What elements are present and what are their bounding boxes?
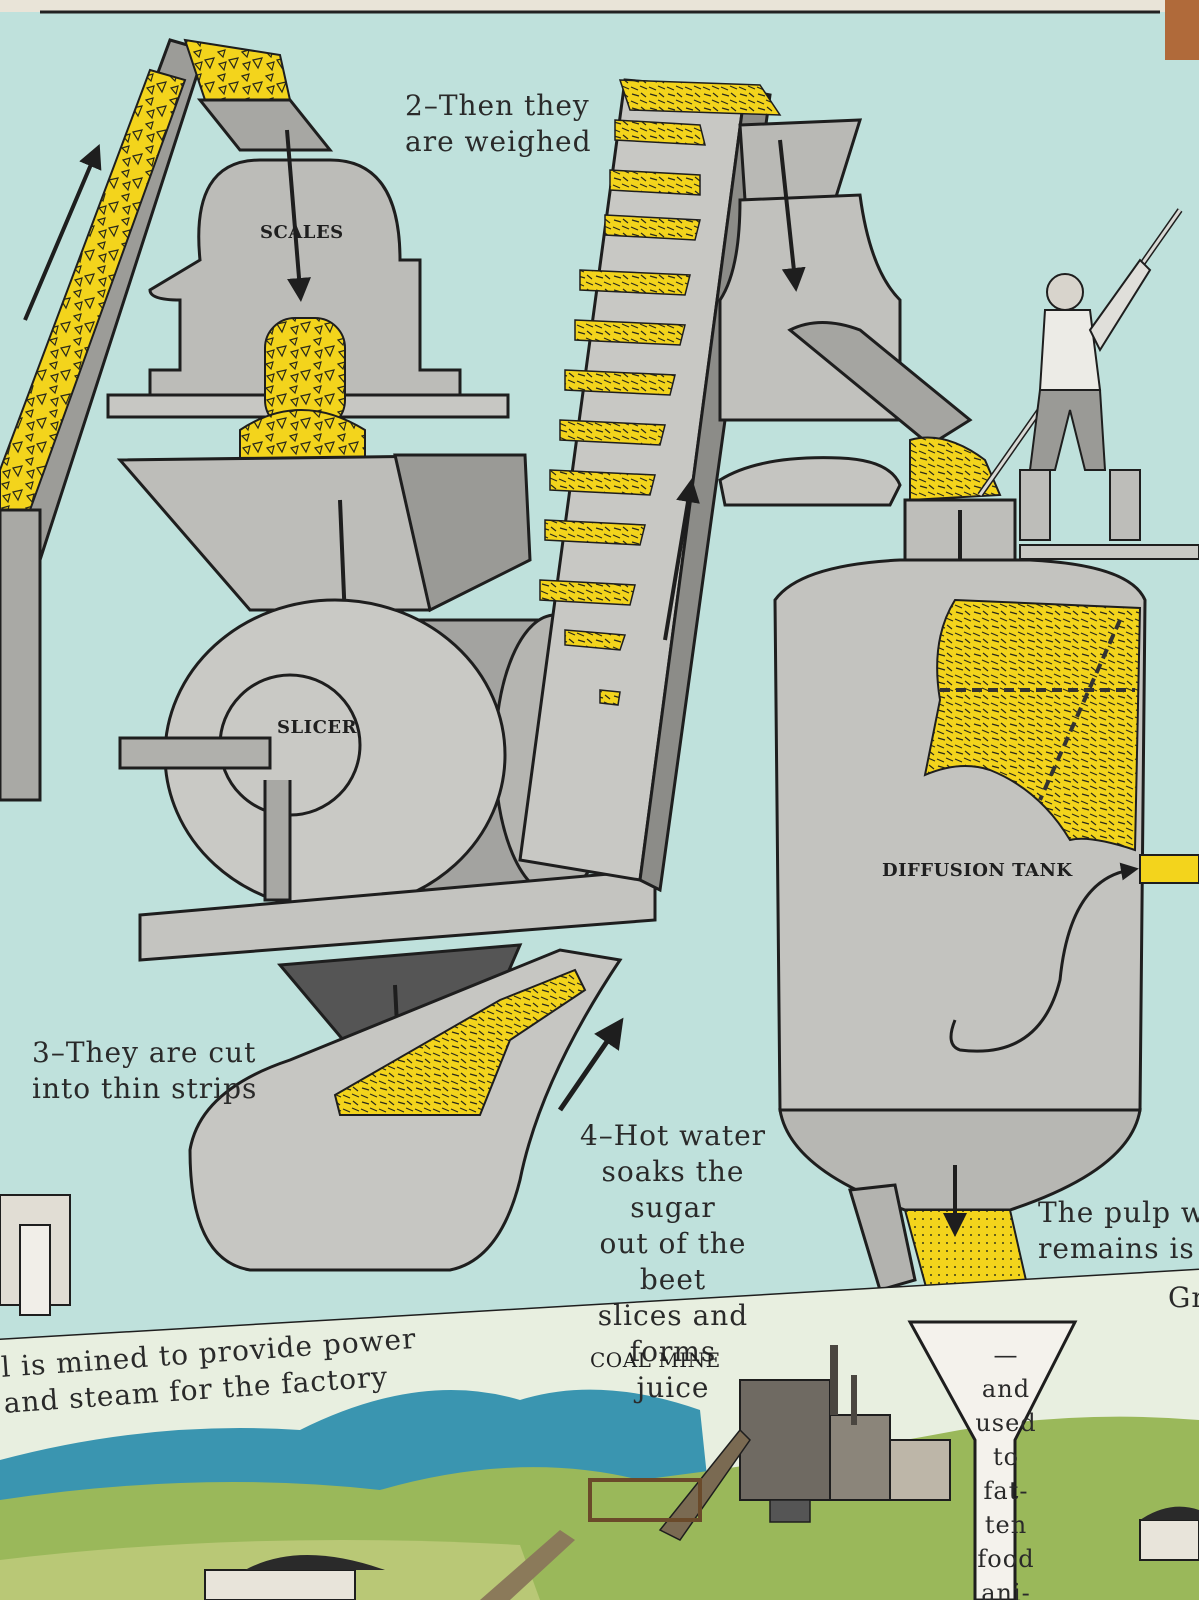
caption-hot-water: 4–Hot water soaks the sugar out of the b… <box>579 1119 767 1404</box>
arrow-up-left <box>23 143 102 321</box>
label-coal-mine: COAL MINE <box>590 1348 721 1372</box>
worker-figure <box>977 208 1199 560</box>
caption-pulp: The pulp wh remains is sa <box>1038 1196 1199 1265</box>
caption-weighed: 2–Then they are weighed <box>405 89 592 158</box>
tank-lid <box>718 436 1002 507</box>
left-pipes <box>0 1194 71 1316</box>
coal-truck <box>204 1555 385 1600</box>
arrow-down-scales <box>285 129 311 302</box>
caption-cut: 3–They are cut into thin strips <box>32 1036 258 1105</box>
beet-strips-tank <box>923 598 1142 852</box>
landscape <box>0 1270 1199 1600</box>
slicer-base <box>138 868 657 962</box>
caption-fatten: —and used to fat- ten food ani- mals <box>975 1341 1037 1600</box>
arrow-down-hopper2 <box>778 139 806 292</box>
tank-chain <box>940 619 1135 801</box>
diffusion-tank <box>773 498 1199 1321</box>
label-slicer: SLICER <box>277 717 358 738</box>
top-border <box>0 0 1199 12</box>
incline-conveyor-left <box>0 38 292 572</box>
scales-machine <box>106 98 510 461</box>
upper-hopper <box>718 118 973 447</box>
chute <box>787 321 973 447</box>
coal-mine-buildings <box>588 1345 951 1541</box>
beet-pile-top <box>183 38 292 101</box>
label-diffusion-tank: DIFFUSION TANK <box>882 860 1073 881</box>
arrow-up-elevator <box>663 478 700 641</box>
arrow-flow-tank <box>949 862 1139 1053</box>
beet-pile-conveyor <box>0 68 187 522</box>
label-scales: SCALES <box>260 222 344 243</box>
slicer-machine <box>116 453 657 1097</box>
right-truck <box>1139 1506 1199 1561</box>
juice-pipe <box>1139 854 1199 884</box>
left-bin <box>0 508 42 802</box>
worker-platform <box>1019 544 1199 560</box>
corner-box <box>1165 0 1199 60</box>
beet-strips-belt <box>333 968 587 1116</box>
pulp-funnel-box <box>907 1320 1078 1600</box>
caption-gr: Gr <box>1168 1281 1199 1314</box>
slicer-shaft <box>118 736 272 770</box>
arrow-up-belt <box>557 1017 624 1112</box>
lower-conveyor <box>188 948 624 1272</box>
